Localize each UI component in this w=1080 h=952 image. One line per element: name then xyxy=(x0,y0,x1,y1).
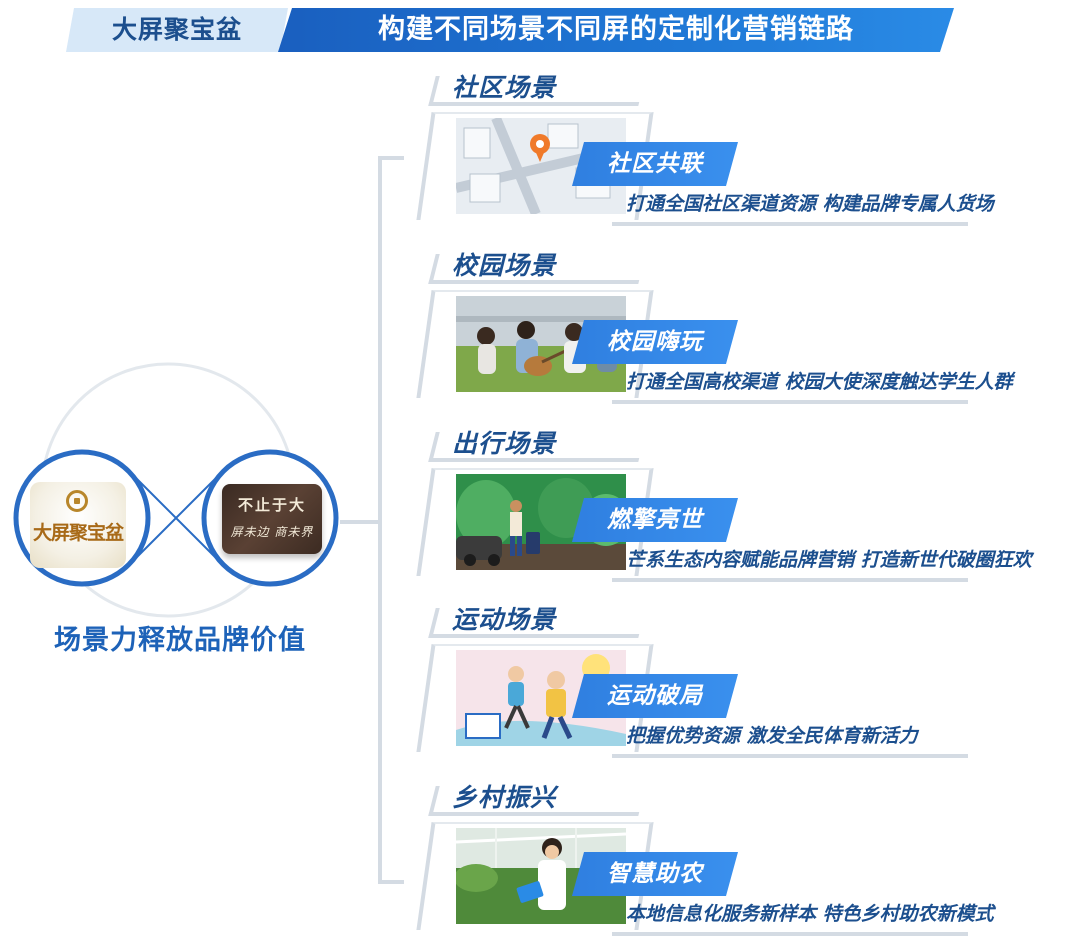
tag-bg xyxy=(572,498,738,542)
brand-banner: 大屏聚宝盆 xyxy=(111,15,242,44)
scene-description: 把握优势资源 激发全民体育新活力 xyxy=(626,725,918,747)
scene-title: 出行场景 xyxy=(452,429,557,458)
scene-description: 芒系生态内容赋能品牌营销 打造新世代破圈狂欢 xyxy=(626,549,1032,571)
logo-coin-icon xyxy=(66,490,88,512)
brand-logo-text: 大屏聚宝盆 xyxy=(32,522,124,544)
scene-sports: 运动场景 运动破局 把握优势资源 激发全民体育新活力 xyxy=(0,604,1080,774)
tag-bg xyxy=(572,142,738,186)
headline-banner: 构建不同场景不同屏的定制化营销链路 xyxy=(378,14,854,45)
tag-bg xyxy=(572,852,738,896)
scene-tag: 运动破局 xyxy=(607,683,703,709)
slogan-card-line2: 屏未边 商未界 xyxy=(230,525,314,539)
scene-campus: 校园场景 校园嗨玩 打通全国高校渠道 校园大使深度触达学生人群 xyxy=(0,250,1080,420)
bracket-connector xyxy=(340,156,404,884)
value-slogan: 场景力释放品牌价值 xyxy=(54,625,306,656)
scene-community: 社区场景 社区共联 打通全国社区渠道资源 构建品牌专属人货场 xyxy=(0,72,1080,242)
desc-underline xyxy=(612,754,968,758)
scene-description: 打通全国社区渠道资源 构建品牌专属人货场 xyxy=(626,193,994,215)
scene-travel: 出行场景 燃擎亮世 芒系生态内容赋能品牌营销 打造新世代破圈狂欢 xyxy=(0,428,1080,598)
desc-underline xyxy=(612,578,968,582)
desc-underline xyxy=(612,400,968,404)
scene-title: 运动场景 xyxy=(452,605,557,634)
scene-title: 乡村振兴 xyxy=(452,783,557,812)
scene-description: 打通全国高校渠道 校园大使深度触达学生人群 xyxy=(626,371,1013,393)
scene-tag: 燃擎亮世 xyxy=(607,507,703,533)
scene-tag: 社区共联 xyxy=(607,151,703,177)
tag-bg xyxy=(572,320,738,364)
scene-title: 校园场景 xyxy=(452,251,557,280)
slogan-card-line1: 不止于大 xyxy=(237,496,306,514)
brand-banner-bg xyxy=(66,8,288,52)
sports-illustration-image xyxy=(456,650,626,746)
scene-tag: 智慧助农 xyxy=(607,861,703,887)
scene-title: 社区场景 xyxy=(452,73,557,102)
scene-description: 本地信息化服务新样本 特色乡村助农新模式 xyxy=(626,903,994,925)
scene-tag: 校园嗨玩 xyxy=(607,329,703,355)
desc-underline xyxy=(612,932,968,936)
scene-rural: 乡村振兴 智慧助农 本地信息化服务新样本 特色乡村助农新模式 xyxy=(0,782,1080,952)
headline-banner-bg xyxy=(278,8,954,52)
slogan-card: 不止于大 屏未边 商未界 xyxy=(222,484,322,554)
tag-bg xyxy=(572,674,738,718)
brand-logo: 大屏聚宝盆 xyxy=(30,482,126,568)
desc-underline xyxy=(612,222,968,226)
